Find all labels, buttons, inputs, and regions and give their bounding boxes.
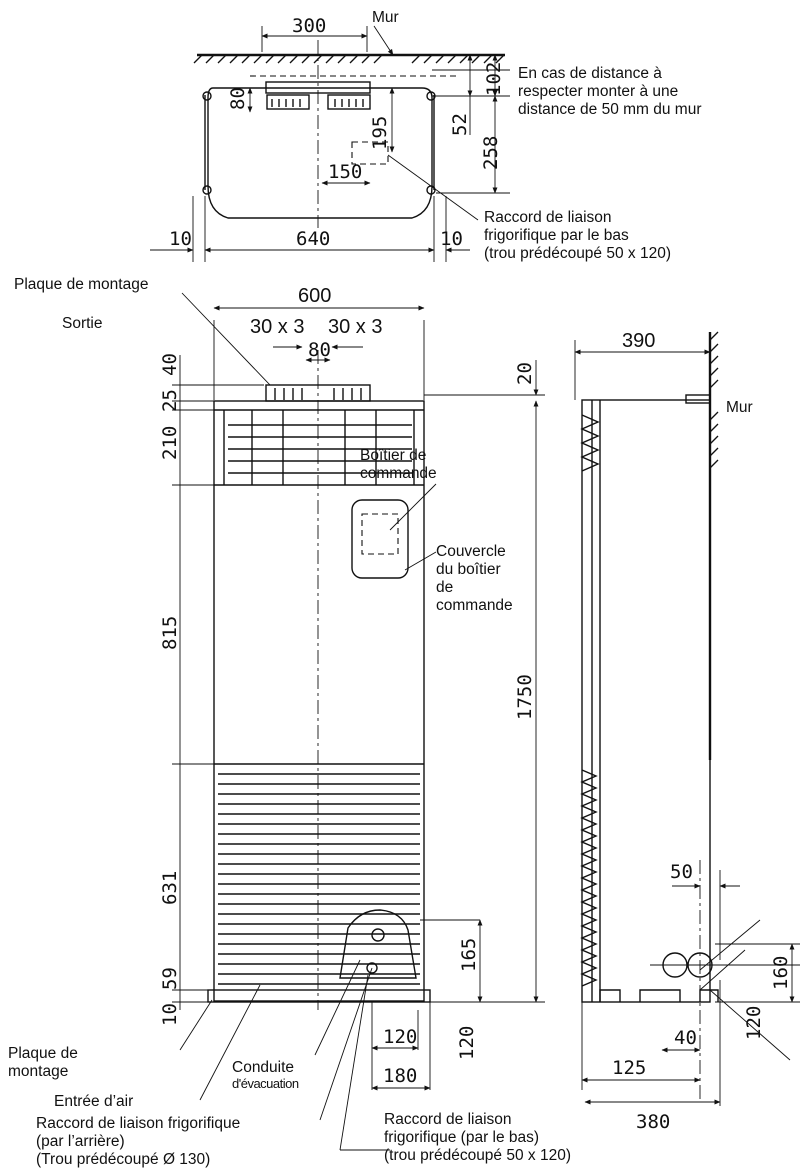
side-wall-label: Mur (726, 399, 753, 416)
dim-380: 380 (636, 1111, 670, 1133)
dim-59: 59 (159, 967, 181, 990)
dim-120-side: 120 (743, 1006, 765, 1040)
dim-50: 50 (670, 861, 693, 883)
control-box-label-1: Boîtier de (360, 447, 426, 464)
dim-210: 210 (159, 426, 181, 460)
dim-80-front: 80 (308, 339, 331, 361)
dim-52: 52 (449, 113, 471, 136)
front-bottom-connection-label-2: frigorifique (par le bas) (384, 1129, 539, 1146)
dim-120-h: 120 (383, 1026, 417, 1048)
drain-label-1: Conduite (232, 1059, 294, 1076)
front-bottom-connection-label-1: Raccord de liaison (384, 1111, 512, 1128)
sortie-label: Sortie (62, 315, 103, 332)
front-bottom-connection-label-3: (trou prédécoupé 50 x 120) (384, 1147, 571, 1164)
rear-connection-label-2: (par l’arrière) (36, 1133, 125, 1150)
top-connection-label-1: Raccord de liaison (484, 209, 612, 226)
dim-600: 600 (298, 285, 331, 307)
dim-815: 815 (159, 616, 181, 650)
dim-258: 258 (480, 136, 502, 170)
dim-10-left: 10 (169, 228, 192, 250)
dim-40: 40 (159, 353, 181, 376)
upper-grille (223, 410, 415, 485)
dim-10: 10 (159, 1003, 181, 1026)
dim-30x3-left: 30 x 3 (250, 316, 304, 338)
side-view: Mur 390 50 160 120 4 (574, 330, 800, 1133)
top-connection-label-2: frigorifique par le bas (484, 227, 629, 244)
plaque-bottom-label-1: Plaque de (8, 1045, 78, 1062)
dim-30x3-right: 30 x 3 (328, 316, 382, 338)
dim-125: 125 (612, 1057, 646, 1079)
control-box-cover (351, 499, 409, 579)
rear-connection-label-3: (Trou prédécoupé Ø 130) (36, 1151, 210, 1168)
dim-120-bottom: 120 (456, 1026, 478, 1060)
cover-label-1: Couvercle (436, 543, 506, 560)
control-box-label-2: commande (360, 465, 437, 482)
top-wall (193, 53, 505, 64)
dim-390: 390 (622, 330, 655, 352)
cover-label-2: du boîtier (436, 561, 501, 578)
dim-40-side: 40 (674, 1027, 697, 1049)
front-cabinet (213, 400, 425, 1002)
plaque-bottom-label-2: montage (8, 1063, 68, 1080)
top-wall-label: Mur (372, 9, 399, 26)
front-view: Plaque de montage Sortie 600 30 x 3 30 x… (8, 276, 571, 1168)
dim-160: 160 (770, 956, 792, 990)
cover-label-4: commande (436, 597, 513, 614)
dim-195: 195 (369, 116, 391, 150)
dim-80-top: 80 (227, 87, 249, 110)
cover-label-3: de (436, 579, 453, 596)
dim-165: 165 (458, 938, 480, 972)
plaque-top-label: Plaque de montage (14, 276, 148, 293)
dim-10-right: 10 (440, 228, 463, 250)
dim-1750: 1750 (514, 674, 536, 720)
top-connection-label-3: (trou prédécoupé 50 x 120) (484, 245, 671, 262)
dim-20: 20 (514, 362, 536, 385)
wall-distance-note-3: distance de 50 mm du mur (518, 101, 702, 118)
lower-grille (214, 763, 424, 985)
drain-label-2: d'évacuation (232, 1076, 299, 1091)
wall-distance-note-1: En cas de distance à (518, 65, 662, 82)
dim-640: 640 (296, 228, 330, 250)
dim-180: 180 (383, 1065, 417, 1087)
dim-631: 631 (159, 871, 181, 905)
wall-distance-note-2: respecter monter à une (518, 83, 678, 100)
dim-102: 102 (483, 62, 505, 96)
rear-connection-label-1: Raccord de liaison frigorifique (36, 1115, 240, 1132)
top-view: Mur 300 80 (150, 9, 702, 262)
dim-300: 300 (292, 15, 326, 37)
side-cabinet (581, 399, 711, 1003)
air-inlet-label: Entrée d’air (54, 1093, 133, 1110)
dim-150: 150 (328, 161, 362, 183)
dim-25: 25 (159, 389, 181, 412)
